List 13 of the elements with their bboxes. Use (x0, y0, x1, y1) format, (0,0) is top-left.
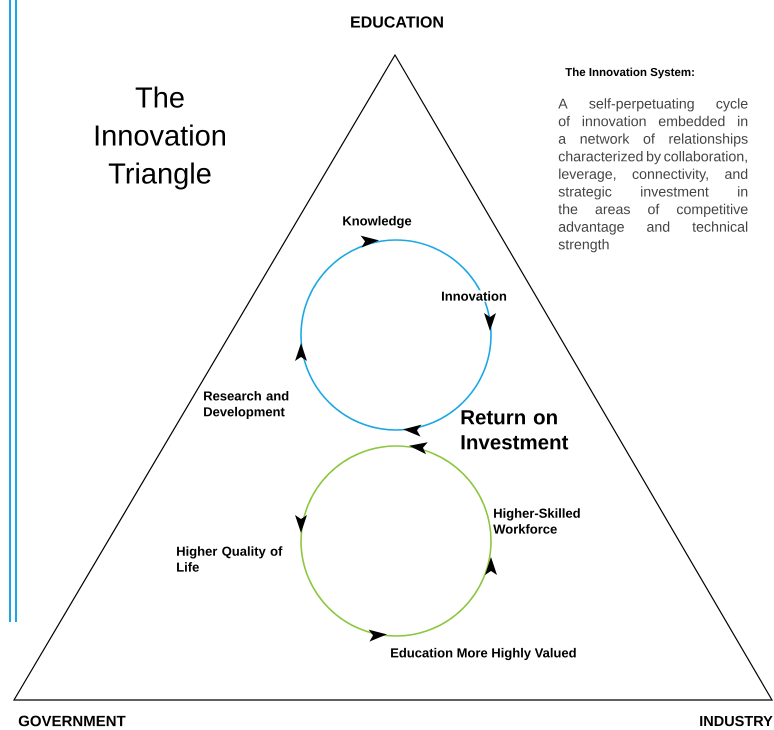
heading: The Innovation System: (565, 68, 694, 78)
cycle-label: Innovation (440, 290, 508, 302)
corner-label: INDUSTRY (700, 716, 773, 726)
corner-label: EDUCATION (351, 16, 443, 28)
cycle-label: Higher-Skilled Workforce (493, 508, 580, 534)
cycle-label: Education More Highly Valued (391, 648, 576, 660)
cycle-label: Knowledge (343, 216, 412, 228)
cycle-label: Return on Investment (462, 410, 568, 450)
cycle-label: Research and Development (204, 391, 288, 419)
title: The Innovation Triangle (96, 86, 225, 190)
description: A self-perpetuating cycle of innovation embedded in a network of relationships characterized by collaboration, leverage, connectivity, and strategic investment in the areas of competitive advantage and technical strength (558, 98, 748, 252)
corner-label: GOVERNMENT (18, 716, 126, 726)
cycle-label: Higher Quality of Life (177, 546, 282, 572)
